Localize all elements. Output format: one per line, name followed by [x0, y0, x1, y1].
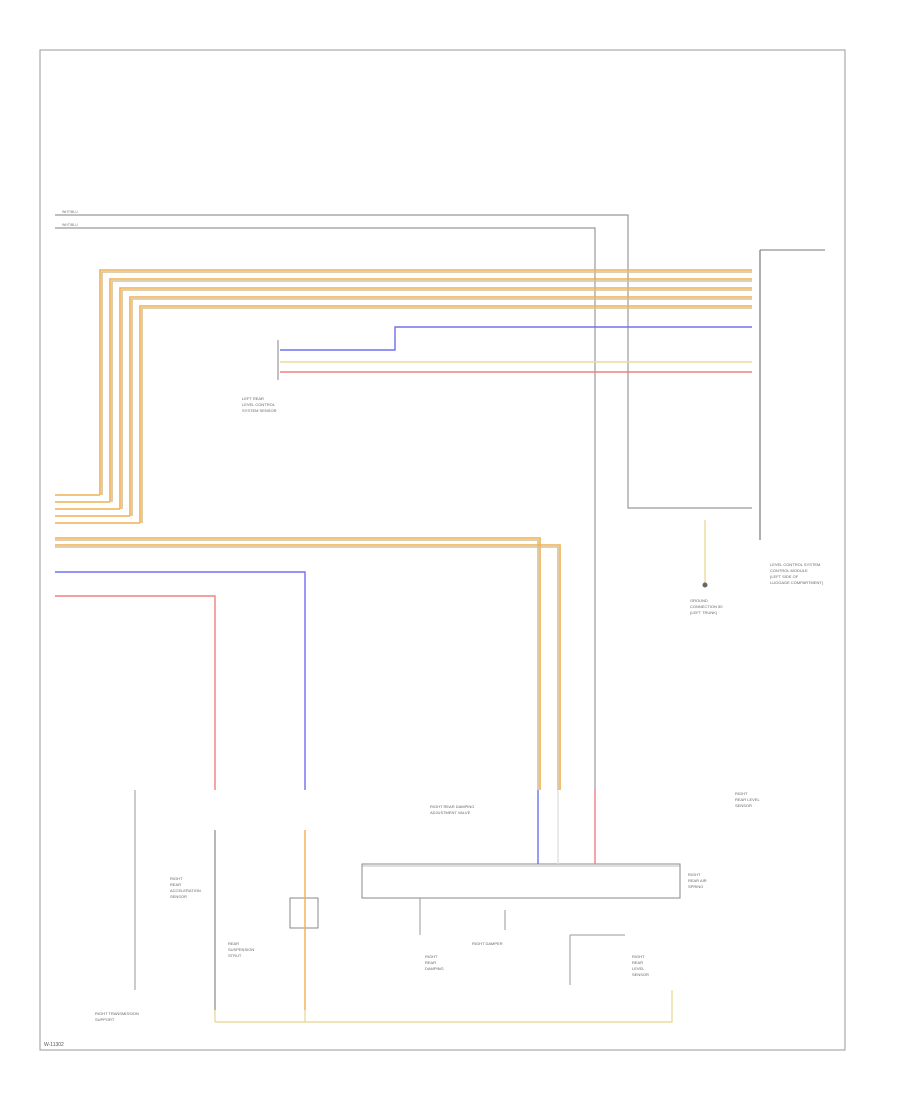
- svg-text:LEVEL CONTROL SYSTEM: LEVEL CONTROL SYSTEM: [770, 562, 820, 567]
- svg-text:REAR: REAR: [425, 960, 436, 965]
- right-rear-level-module: RIGHT REAR DAMPING ADJUSTMENT VALVE RIGH…: [361, 804, 707, 899]
- orange-bundle-left: [55, 494, 561, 790]
- bottom-ground-label: RIGHT TRANSMISSION SUPPORT: [95, 1011, 139, 1022]
- ground-connection: GROUND CONNECTION 50 (LEFT TRUNK): [690, 520, 723, 615]
- svg-text:(LEFT SIDE OF: (LEFT SIDE OF: [770, 574, 799, 579]
- control-module-label: LEVEL CONTROL SYSTEM CONTROL MODULE (LEF…: [770, 562, 824, 585]
- control-module-connector: [759, 249, 825, 540]
- left-bracket: RIGHT REAR ACCELERATION SENSOR: [134, 790, 201, 990]
- svg-text:LEVEL: LEVEL: [632, 966, 645, 971]
- svg-text:RIGHT: RIGHT: [632, 954, 645, 959]
- svg-text:RIGHT: RIGHT: [688, 872, 701, 877]
- svg-text:SENSOR: SENSOR: [735, 803, 752, 808]
- top-gray-wires: [55, 214, 752, 790]
- svg-text:CONTROL MODULE: CONTROL MODULE: [770, 568, 808, 573]
- svg-text:REAR AIR: REAR AIR: [688, 878, 707, 883]
- orange-bundle: [99, 269, 752, 523]
- svg-text:ADJUSTMENT VALVE: ADJUSTMENT VALVE: [430, 810, 471, 815]
- svg-text:STRUT: STRUT: [228, 953, 242, 958]
- right-rear-strut: REAR SUSPENSION STRUT: [228, 897, 319, 958]
- svg-text:REAR: REAR: [632, 960, 643, 965]
- svg-text:LUGGAGE COMPARTMENT): LUGGAGE COMPARTMENT): [770, 580, 824, 585]
- svg-text:DAMPING: DAMPING: [425, 966, 444, 971]
- bottom-component-labels: RIGHT REAR DAMPING RIGHT DAMPER RIGHT RE…: [425, 941, 649, 977]
- svg-text:REAR: REAR: [170, 882, 181, 887]
- svg-text:SUSPENSION: SUSPENSION: [228, 947, 254, 952]
- diagram-border: [39, 49, 846, 1051]
- svg-text:CONNECTION 50: CONNECTION 50: [690, 604, 723, 609]
- svg-text:(LEFT TRUNK): (LEFT TRUNK): [690, 610, 718, 615]
- page-id: W-11302: [44, 1042, 64, 1048]
- wire-label-1: WHT/BLU: [62, 210, 78, 214]
- wire-label-2: WHT/BLU: [62, 223, 78, 227]
- svg-text:RIGHT: RIGHT: [170, 876, 183, 881]
- svg-text:RIGHT: RIGHT: [735, 791, 748, 796]
- right-damper-label: RIGHT REAR LEVEL SENSOR: [735, 791, 760, 808]
- svg-text:SENSOR: SENSOR: [632, 972, 649, 977]
- svg-text:RIGHT TRANSMISSION: RIGHT TRANSMISSION: [95, 1011, 139, 1016]
- left-rear-sensor: LEFT REAR LEVEL CONTROL SYSTEM SENSOR: [242, 340, 279, 413]
- svg-text:SENSOR: SENSOR: [170, 894, 187, 899]
- svg-text:RIGHT DAMPER: RIGHT DAMPER: [472, 941, 503, 946]
- bottom-vertical-wires: [214, 790, 596, 1010]
- svg-text:GROUND: GROUND: [690, 598, 708, 603]
- svg-text:RIGHT: RIGHT: [425, 954, 438, 959]
- svg-text:LEVEL CONTROL: LEVEL CONTROL: [242, 402, 276, 407]
- bottom-module-pins: [419, 898, 625, 985]
- svg-text:SYSTEM SENSOR: SYSTEM SENSOR: [242, 408, 277, 413]
- top-wire-labels: WHT/BLU WHT/BLU: [62, 210, 78, 227]
- svg-text:REAR LEVEL: REAR LEVEL: [735, 797, 760, 802]
- svg-text:ACCELERATION: ACCELERATION: [170, 888, 201, 893]
- svg-text:LEFT REAR: LEFT REAR: [242, 396, 264, 401]
- svg-text:RIGHT REAR DAMPING: RIGHT REAR DAMPING: [430, 804, 474, 809]
- bottom-ground-wire: [214, 990, 673, 1023]
- sensor-wires: [280, 326, 752, 373]
- long-wires: [55, 571, 306, 790]
- svg-text:SUPPORT: SUPPORT: [95, 1017, 115, 1022]
- svg-text:SPRING: SPRING: [688, 884, 703, 889]
- svg-text:REAR: REAR: [228, 941, 239, 946]
